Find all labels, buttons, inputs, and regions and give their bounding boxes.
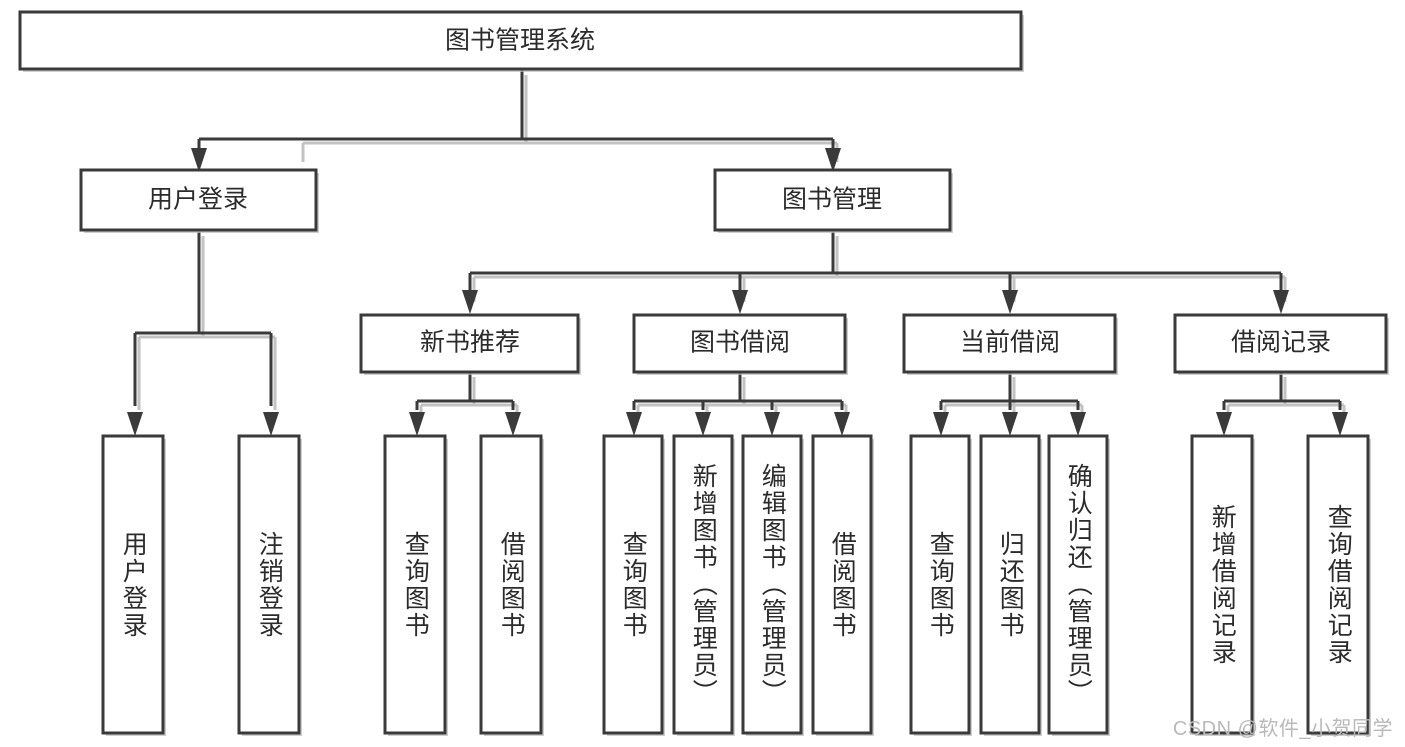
node-book-borrow[interactable] [632, 313, 847, 374]
arrow-borrowrecord-leaf-1 [1216, 412, 1232, 436]
node-leaf-confirm-return[interactable] [1047, 434, 1109, 735]
arrow-root-to-user-login [191, 148, 207, 172]
node-leaf-logout-login[interactable] [237, 434, 301, 735]
node-user-login-label: 用户登录 [148, 186, 248, 214]
edge-borrowrecord-to-leaves [1222, 373, 1342, 410]
node-leaf-user-login[interactable] [101, 434, 165, 735]
node-leaf-query-book-3[interactable] [909, 434, 971, 735]
edge-userlogin-to-leaves [133, 232, 273, 406]
node-leaf-borrow-book-1[interactable] [479, 434, 543, 735]
arrow-currentborrow-leaf-1 [933, 412, 949, 436]
arrow-userlogin-leaf-2 [263, 412, 279, 436]
arrow-borrowrecord-leaf-2 [1332, 412, 1348, 436]
arrow-to-book-borrow [732, 290, 748, 314]
node-leaf-return-book[interactable] [979, 434, 1041, 735]
nodes-layer: 图书管理系统 用户登录 图书管理 新书推荐 图书借阅 当前借阅 借阅记录 [18, 10, 1389, 736]
edges-layer [127, 70, 1348, 436]
edge-currentborrow-to-leaves [939, 373, 1080, 410]
arrow-root-to-book-manage [825, 148, 841, 172]
node-borrow-record[interactable] [1173, 313, 1388, 374]
arrow-newbook-leaf-1 [409, 412, 425, 436]
arrow-to-borrow-record [1273, 290, 1289, 314]
node-leaf-add-record[interactable] [1190, 434, 1254, 735]
arrow-bookborrow-leaf-4 [834, 412, 850, 436]
node-book-borrow-label: 图书借阅 [690, 329, 790, 357]
arrow-to-new-book-recommend [462, 290, 478, 314]
node-current-borrow[interactable] [902, 313, 1117, 374]
node-book-manage-label: 图书管理 [782, 186, 882, 214]
arrow-currentborrow-leaf-2 [1002, 412, 1018, 436]
node-leaf-borrow-book-2[interactable] [811, 434, 873, 735]
arrow-currentborrow-leaf-3 [1070, 412, 1086, 436]
root-node-box[interactable] [18, 10, 1023, 71]
arrow-bookborrow-leaf-3 [764, 412, 780, 436]
arrow-userlogin-leaf-1 [127, 412, 143, 436]
node-new-book-recommend[interactable] [359, 313, 580, 374]
node-new-book-recommend-label: 新书推荐 [420, 329, 520, 357]
edge-bookborrow-to-leaves [632, 373, 844, 410]
node-leaf-add-book[interactable] [672, 434, 734, 735]
edge-bookmanage-to-level3 [468, 232, 1283, 298]
arrow-newbook-leaf-2 [505, 412, 521, 436]
node-leaf-query-book-1[interactable] [383, 434, 447, 735]
node-leaf-query-record[interactable] [1306, 434, 1370, 735]
root-node-label: 图书管理系统 [445, 27, 595, 55]
csdn-watermark: CSDN @软件_小贺同学 [1172, 718, 1393, 740]
arrow-bookborrow-leaf-1 [626, 412, 642, 436]
node-leaf-edit-book[interactable] [741, 434, 803, 735]
arrow-to-current-borrow [1002, 290, 1018, 314]
node-borrow-record-label: 借阅记录 [1231, 329, 1331, 357]
arrow-bookborrow-leaf-2 [695, 412, 711, 436]
node-book-manage[interactable] [713, 168, 952, 232]
node-user-login[interactable] [79, 168, 318, 232]
edge-newbook-to-leaves [415, 373, 515, 410]
node-leaf-query-book-2[interactable] [602, 434, 664, 735]
node-current-borrow-label: 当前借阅 [960, 329, 1060, 357]
edge-root-to-level2 [197, 70, 835, 158]
